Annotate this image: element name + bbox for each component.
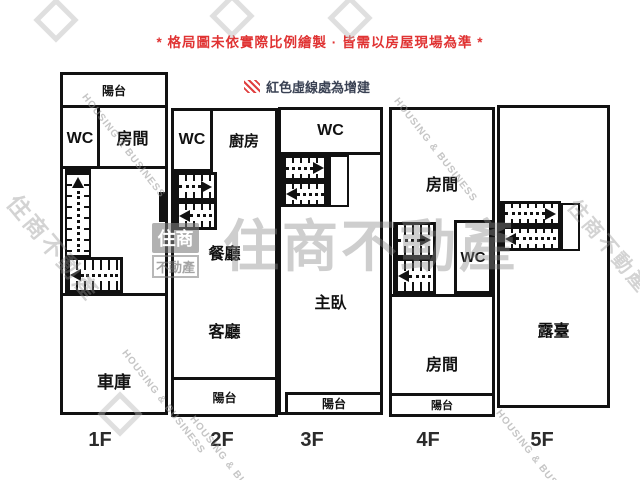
room-bedroom-top: 房間 (425, 177, 458, 194)
floor-label-1f: 1F (88, 429, 112, 451)
room-terrace: 露臺 (537, 323, 570, 340)
door-opening-mark (159, 192, 165, 222)
stairs-left-icon (393, 258, 436, 294)
room-bedroom: 房間 (116, 131, 149, 148)
room-wc: WC (174, 111, 213, 172)
room-living: 客廳 (208, 324, 241, 341)
stairs-right-icon (174, 172, 217, 201)
legend: 紅色虛線處為增建 (244, 77, 370, 96)
room-balcony: 陽台 (285, 392, 380, 412)
stair-enclosure (329, 155, 349, 207)
room-balcony: 陽台 (174, 377, 275, 414)
room-wc: WC (454, 220, 492, 294)
disclaimer-text: * 格局圖未依實際比例繪製 · 皆需以房屋現場為準 * (156, 35, 484, 50)
room-master-bedroom: 主臥 (314, 295, 347, 312)
room-dining: 餐廳 (208, 246, 241, 263)
stairs-right-icon (393, 222, 436, 258)
wall-divider (63, 166, 165, 169)
stairs-left-icon (281, 181, 329, 207)
wall-divider (63, 293, 165, 296)
floor-label-5f: 5F (530, 429, 554, 451)
red-hatch-icon (244, 80, 260, 93)
stairs-right-icon (500, 201, 561, 226)
floor-plan-4f: 房間 WC 房間 陽台 (389, 107, 495, 417)
room-balcony: 陽台 (392, 393, 492, 414)
floor-label-2f: 2F (210, 429, 234, 451)
room-wc: WC (281, 110, 380, 155)
floor-plan-2f: WC 廚房 餐廳 客廳 陽台 (171, 108, 278, 417)
stairs-left-icon (500, 226, 561, 251)
room-kitchen: 廚房 (228, 132, 259, 150)
stairs-right-icon (281, 155, 329, 181)
room-garage: 車庫 (97, 372, 131, 392)
floor-plan-3f: WC 主臥 陽台 (278, 107, 383, 415)
stairs-left-icon (65, 257, 123, 293)
legend-label: 紅色虛線處為增建 (266, 80, 371, 95)
room-bedroom-bottom: 房間 (425, 357, 458, 374)
wall-divider (392, 294, 492, 297)
stair-enclosure (561, 203, 580, 251)
floor-label-3f: 3F (300, 429, 324, 451)
floor-plan-5f: 露臺 (497, 105, 610, 408)
stairs-up-icon (65, 169, 91, 257)
stairs-left-icon (174, 201, 217, 230)
floor-label-4f: 4F (416, 429, 440, 451)
floor-plan-1f: 陽台 WC 房間 車庫 (60, 72, 168, 415)
room-balcony: 陽台 (63, 75, 165, 108)
room-wc: WC (63, 108, 100, 169)
